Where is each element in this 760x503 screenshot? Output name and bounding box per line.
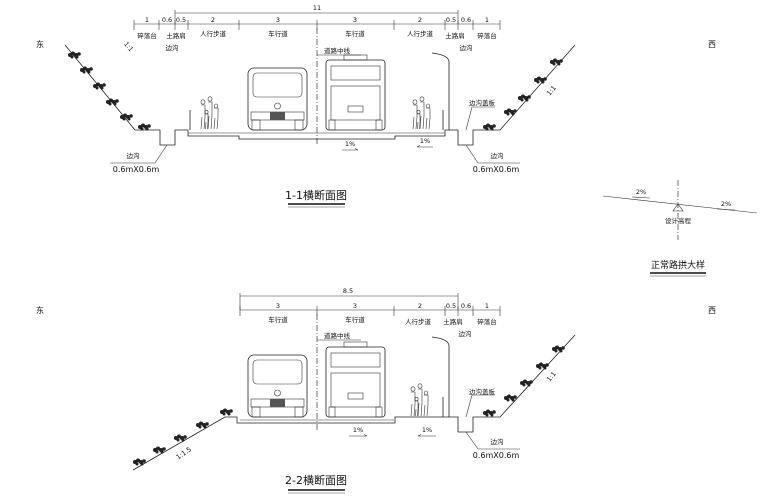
- centerline-label: 道路中线: [324, 46, 351, 55]
- zone-label: 碎落台: [137, 31, 157, 40]
- vegetation: [68, 51, 563, 131]
- crown-detail: 2% 2% 设计高程 正常路拱大样: [602, 180, 758, 277]
- ground-profile: [132, 334, 576, 471]
- grade-label: 1%: [345, 140, 355, 148]
- dim: 3: [353, 16, 357, 24]
- dim: 1: [145, 16, 149, 24]
- zone-label: 人行步道: [200, 29, 227, 38]
- ditch-name: 边沟: [491, 437, 504, 446]
- street-lamp: [431, 52, 450, 130]
- grade-label: 1%: [353, 426, 363, 434]
- grade-label: 1%: [420, 137, 430, 145]
- detail-title: 正常路拱大样: [651, 259, 705, 271]
- side-label-east: 东: [36, 305, 44, 315]
- ditch-size: 0.6mX0.6m: [473, 451, 520, 460]
- slope-ratio: 1:1: [545, 84, 558, 97]
- zone-label: 土路肩: [445, 31, 465, 40]
- dim: 1: [485, 302, 489, 310]
- street-lamp: [431, 336, 450, 417]
- bus-rear: [325, 341, 386, 418]
- ditch-size: 0.6mX0.6m: [113, 165, 160, 174]
- slope-ratio: 1:1: [122, 40, 135, 53]
- dim: 0.5: [446, 302, 456, 310]
- dim: 3: [276, 302, 280, 310]
- zone-label: 车行道: [268, 29, 288, 38]
- design-elevation-label: 设计高程: [665, 216, 692, 225]
- dim: 3: [353, 302, 357, 310]
- bus-front: [247, 354, 308, 418]
- section-title: 1-1横断面图: [285, 188, 347, 202]
- centerline-label: 道路中线: [324, 331, 351, 340]
- ditch-cover-label: 边沟盖板: [469, 387, 496, 396]
- dim: 0.6: [162, 16, 172, 24]
- zone-label: 碎落台: [477, 31, 497, 40]
- grade-label: 2%: [636, 188, 646, 196]
- section-1-1: 东 西 11 1 0.6 0.5 2 3 3 2 0.5 0.6 1 碎落台 土…: [36, 4, 716, 208]
- dim: 0.6: [461, 16, 471, 24]
- dim: 2: [211, 16, 215, 24]
- ditch-size: 0.6mX0.6m: [473, 165, 520, 174]
- zone-label: 碎落台: [477, 317, 497, 326]
- side-label-west: 西: [708, 306, 716, 315]
- ditch-label: 边沟: [460, 43, 473, 52]
- ditch-name: 边沟: [491, 151, 504, 160]
- section-title: 2-2横断面图: [285, 473, 347, 487]
- dim-total: 11: [313, 4, 321, 12]
- pedestrians: [412, 96, 431, 130]
- bus-rear: [325, 54, 386, 131]
- dim: 1: [485, 16, 489, 24]
- ground-profile: [64, 44, 576, 146]
- bus-front: [247, 67, 308, 131]
- grade-label: 1%: [422, 426, 432, 434]
- ditch-cover-label: 边沟盖板: [469, 98, 496, 107]
- zone-label: 人行步道: [407, 29, 434, 38]
- zone-label: 车行道: [345, 315, 365, 324]
- ditch-label: 边沟: [166, 43, 179, 52]
- dim: 2: [418, 302, 422, 310]
- side-label-east: 东: [36, 39, 44, 49]
- dimension-lines: 11 1 0.6 0.5 2 3 3 2 0.5 0.6 1 碎落台 土路肩 人…: [133, 4, 501, 52]
- dim: 3: [276, 16, 280, 24]
- zone-label: 人行步道: [405, 317, 432, 326]
- zone-label: 土路肩: [443, 317, 463, 326]
- ditch-name: 边沟: [127, 151, 140, 160]
- pedestrians: [410, 383, 429, 417]
- grade-label: 2%: [721, 200, 731, 208]
- zone-label: 土路肩: [166, 31, 186, 40]
- slope-ratio: 1:1: [545, 370, 558, 383]
- elevation-marker-icon: [672, 203, 684, 212]
- vegetation: [133, 345, 565, 466]
- slope-ratio: 1:1.5: [175, 445, 193, 461]
- pedestrians: [200, 96, 219, 130]
- side-label-west: 西: [708, 40, 716, 49]
- ditch-label: 边沟: [459, 329, 472, 338]
- zone-label: 车行道: [345, 29, 365, 38]
- dim: 2: [418, 16, 422, 24]
- zone-label: 车行道: [268, 315, 288, 324]
- dim: 0.5: [446, 16, 456, 24]
- section-2-2: 东 西 8.5 3 3 2 0.5 0.6 1 车行道 车行道 人行步道 土路肩…: [36, 287, 716, 494]
- dim: 0.5: [176, 16, 186, 24]
- dim: 0.6: [461, 302, 471, 310]
- dim-total: 8.5: [343, 287, 353, 295]
- dimension-lines: 8.5 3 3 2 0.5 0.6 1 车行道 车行道 人行步道 土路肩 碎落台…: [239, 287, 501, 338]
